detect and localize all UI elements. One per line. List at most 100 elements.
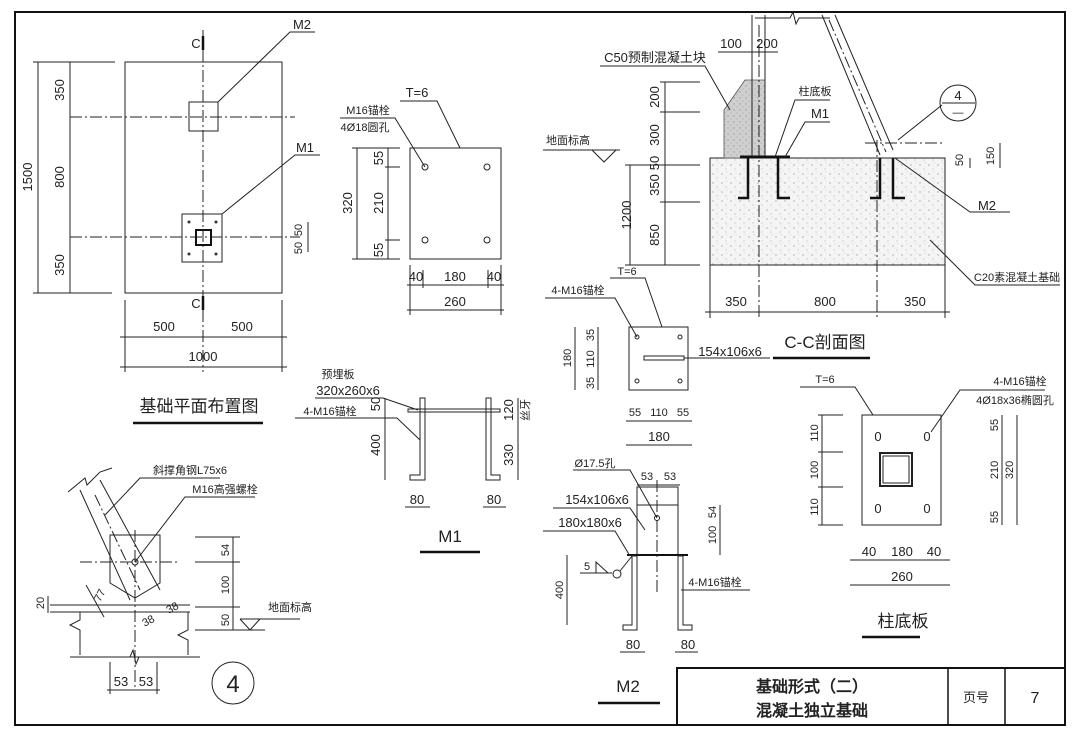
m1-dim-40-left: 40 (409, 269, 423, 284)
m2-base-size: 180x180x6 (558, 515, 622, 530)
m1-dim-260: 260 (444, 294, 466, 309)
dim-plan-350-bottom: 350 (52, 254, 67, 276)
foundation-plan: C C M2 M1 350 800 350 1500 500 500 1000 … (20, 17, 320, 425)
m1-dim-55-bottom: 55 (371, 243, 386, 257)
m2-dim-55-right: 55 (677, 407, 689, 419)
dim-plan-350-top: 350 (52, 79, 67, 101)
cc-ground-label: 地面标高 (546, 133, 590, 147)
angle-steel-label: 斜撑角钢L75x6 (153, 463, 227, 477)
m1-elev-dim-400: 400 (368, 434, 383, 456)
hole-tr: 0 (923, 429, 930, 444)
section-title: C-C剖面图 (784, 333, 865, 352)
cc-dim-right-150: 150 (985, 147, 997, 165)
bp-dim-260: 260 (891, 569, 913, 584)
m1-hook-dim-left: 80 (410, 492, 424, 507)
dim-plan-1000: 1000 (189, 349, 218, 364)
cc-dim-100: 100 (720, 36, 742, 51)
m2-dim-400: 400 (554, 581, 566, 599)
hole-br: 0 (923, 501, 930, 516)
cc-dim-50: 50 (647, 156, 662, 170)
bp-dim-55-top: 55 (989, 419, 1001, 431)
m2-dim-55-left: 55 (629, 407, 641, 419)
m1-elev-dim-50: 50 (368, 397, 383, 411)
m1-callout: M1 (296, 140, 314, 155)
d4-dim-100: 100 (220, 576, 232, 594)
bp-dim-210: 210 (989, 461, 1001, 479)
cc-dim-200-top: 200 (756, 36, 778, 51)
dim-plan-500-right: 500 (231, 319, 253, 334)
m1-dim-320: 320 (340, 192, 355, 214)
m1-thread-note: 丝牙 (519, 399, 532, 421)
m1-embed-plate-label: 预埋板 (322, 367, 355, 381)
bp-dim-180: 180 (891, 544, 913, 559)
cc-dim-right-50: 50 (954, 154, 966, 166)
m2-detail: T=6 4-M16锚栓 154x106x6 180 35 110 35 55 1… (543, 266, 770, 705)
m1-title: M1 (438, 527, 462, 546)
m1-dim-55-top: 55 (371, 151, 386, 165)
m1-location (181, 213, 223, 263)
m2-dim-53-right: 53 (664, 471, 676, 483)
m1-hole-note: 4Ø18圆孔 (341, 121, 390, 134)
m2-plate-size: 154x106x6 (698, 344, 762, 359)
m1-detail: T=6 M16锚栓 4Ø18圆孔 55 210 55 320 40 180 40… (295, 85, 532, 554)
d4-ground-label: 地面标高 (268, 600, 312, 614)
sheet-border (14, 11, 1066, 726)
m1-hook-dim-right: 80 (487, 492, 501, 507)
detail-4: 斜撑角钢L75x6 M16高强螺栓 54 100 50 地面标高 20 77 3… (35, 463, 312, 705)
m2-anchor-label: 4-M16锚栓 (551, 283, 604, 297)
cc-dim-200: 200 (647, 86, 662, 108)
foundation-label: C20素混凝土基础 (974, 270, 1060, 284)
cc-dim-1200: 1200 (619, 201, 634, 230)
m2-location (188, 101, 219, 132)
m2-dim-100: 100 (707, 526, 719, 544)
section-cc: 200 300 50 350 850 1200 100 200 C50预制混凝土… (543, 10, 1060, 360)
dim-plan-50a: 50 (293, 224, 305, 236)
cc-detail-ref-sub: — (953, 107, 964, 119)
cc-dim-bottom-800: 800 (814, 294, 836, 309)
plan-title: 基础平面布置图 (140, 397, 259, 416)
m2-dim-35-top: 35 (585, 329, 597, 341)
hole-tl: 0 (874, 429, 881, 444)
bp-dim-320: 320 (1004, 461, 1016, 479)
dim-plan-800: 800 (52, 166, 67, 188)
d4-dim-53-right: 53 (139, 674, 153, 689)
column-base-plate: 0 0 0 0 T=6 4-M16锚栓 4Ø18x36椭圆孔 110 100 1… (800, 374, 1054, 639)
m2-dim-110-left: 110 (585, 350, 597, 368)
m2-dim-180-left: 180 (562, 349, 574, 367)
dim-plan-50b: 50 (293, 242, 305, 254)
d4-dim-38-right: 38 (164, 600, 180, 616)
hole-bl: 0 (874, 501, 881, 516)
m2-gusset-size: 154x106x6 (565, 492, 629, 507)
d4-dim-38-left: 38 (140, 613, 156, 629)
m1-embed-plate-size: 320x260x6 (316, 383, 380, 398)
bp-dim-55-bottom: 55 (989, 511, 1001, 523)
d4-dim-54: 54 (220, 544, 232, 556)
drawing-title-line1: 基础形式（二） (755, 677, 868, 696)
m2-hook-dim-left: 80 (626, 637, 640, 652)
m2-elev-anchor-label: 4-M16锚栓 (688, 575, 741, 589)
cc-dim-bottom-350-right: 350 (904, 294, 926, 309)
cc-dim-850: 850 (647, 224, 662, 246)
page-number: 7 (1031, 690, 1040, 707)
m1-anchor-label: 4-M16锚栓 (303, 404, 356, 418)
cc-dim-300: 300 (647, 124, 662, 146)
m2-dim-54: 54 (707, 506, 719, 518)
bp-dim-110-bottom: 110 (809, 498, 821, 516)
page-label: 页号 (963, 690, 989, 705)
bp-dim-40-left: 40 (862, 544, 876, 559)
m2-weld-size: 5 (584, 561, 590, 573)
cc-m2-label: M2 (978, 198, 996, 213)
base-plate-hole-label: 4Ø18x36椭圆孔 (976, 393, 1054, 407)
section-mark-top: C (191, 36, 200, 51)
d4-dim-53-left: 53 (114, 674, 128, 689)
d4-dim-77: 77 (92, 587, 108, 603)
m1-bolt-note: M16锚栓 (346, 103, 389, 117)
m2-dim-35-bottom: 35 (585, 377, 597, 389)
m2-hole-label: Ø17.5孔 (575, 457, 616, 470)
d4-dim-20: 20 (35, 597, 47, 609)
dim-plan-1500: 1500 (20, 163, 35, 192)
cc-detail-ref: 4 (954, 88, 961, 103)
m2-dim-53-left: 53 (641, 471, 653, 483)
hs-bolt-label: M16高强螺栓 (192, 482, 257, 496)
